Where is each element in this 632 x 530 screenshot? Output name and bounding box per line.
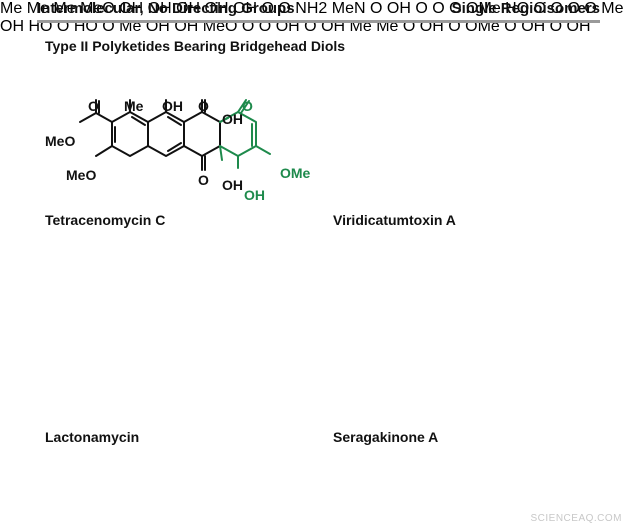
viridicatumtoxin-label-nh2: NH2 xyxy=(295,0,328,17)
tetracenomycin-label-oh4: OH xyxy=(244,187,265,203)
lactonamycin-label-o-fur: O xyxy=(567,0,580,17)
lactonamycin-label-o-link: O xyxy=(550,0,563,17)
viridicatumtoxin-label-oh1: OH xyxy=(119,0,144,17)
tetracenomycin-label-o3: O xyxy=(242,98,253,114)
tetracenomycin-label-ome: OMe xyxy=(280,165,311,181)
lactonamycin-label-men: MeN xyxy=(331,0,366,17)
tetracenomycin-label-o4: O xyxy=(198,172,209,188)
lactonamycin-caption: Lactonamycin xyxy=(45,429,140,445)
lactonamycin-label-ome: OMe xyxy=(466,0,501,17)
lactonamycin-label-ho: HO xyxy=(505,0,530,17)
lactonamycin-label-o1: O xyxy=(415,0,428,17)
tetracenomycin-label-o2: O xyxy=(198,98,209,114)
viridicatumtoxin-label-oh5: OH xyxy=(233,0,257,17)
tetracenomycin-label-oh2: OH xyxy=(222,111,243,127)
tetracenomycin-label-oh3: OH xyxy=(222,177,243,193)
lactonamycin-label-o-lac: O xyxy=(369,0,383,17)
lactonamycin-label-o-ring: O xyxy=(449,0,462,17)
tetracenomycin-label-oh1: OH xyxy=(162,98,183,114)
viridicatumtoxin-label-o1: O xyxy=(261,0,274,17)
lactonamycin-label-o-top: O xyxy=(432,0,445,17)
lactonamycin-label-o2: O xyxy=(533,0,547,17)
tetracenomycin-label-me: Me xyxy=(124,98,144,114)
watermark: SCIENCEAQ.COM xyxy=(530,513,622,524)
viridicatumtoxin-label-oh4: OH xyxy=(204,0,229,17)
lactonamycin-label-o-sug: O xyxy=(584,0,597,17)
tetracenomycin-label-o1: O xyxy=(88,98,99,114)
tetracenomycin-label-meo: MeO xyxy=(66,167,96,183)
tetracenomycin-label-meo2c: MeO xyxy=(45,133,75,149)
header-right-title: Single Regioisomers xyxy=(451,0,600,17)
lactonamycin-label-me: Me xyxy=(601,0,624,17)
viridicatumtoxin-caption: Viridicatumtoxin A xyxy=(333,212,456,228)
lactonamycin-label-oh2: OH xyxy=(0,18,24,35)
header-left-title: Intermolecular, No Directing Groups xyxy=(37,0,295,17)
viridicatumtoxin-label-oh3: OH xyxy=(176,0,201,17)
viridicatumtoxin-label-me2: Me xyxy=(26,0,49,17)
page-header: Intermolecular, No Directing Groups Sing… xyxy=(0,0,632,22)
section-title: Type II Polyketides Bearing Bridgehead D… xyxy=(45,38,346,54)
tetracenomycin-caption: Tetracenomycin C xyxy=(45,212,166,228)
viridicatumtoxin-label-meo: MeO xyxy=(80,0,115,17)
viridicatumtoxin-label-me1: Me xyxy=(0,0,23,17)
viridicatumtoxin-label-oh2: OH xyxy=(147,0,172,17)
header-divider xyxy=(37,20,600,23)
viridicatumtoxin-label-o2: O xyxy=(278,0,291,17)
viridicatumtoxin-label-me3: Me xyxy=(53,0,76,17)
lactonamycin-label-oh1: OH xyxy=(386,0,411,17)
seragakinone-caption: Seragakinone A xyxy=(333,429,439,445)
tetracenomycin-structure xyxy=(79,99,271,171)
